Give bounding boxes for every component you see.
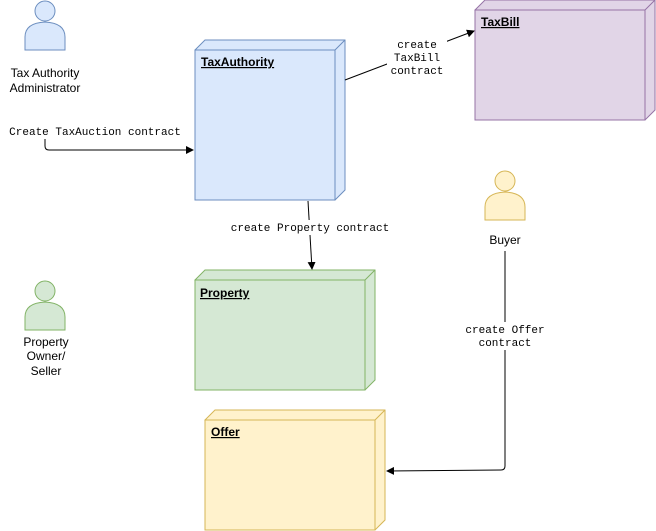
- offer-title: Offer: [211, 425, 240, 439]
- property-title: Property: [200, 286, 250, 300]
- property-node[interactable]: Property: [194, 269, 376, 391]
- edge-taxauction-label: Create TaxAuction contract: [9, 127, 181, 139]
- edge-create-property[interactable]: create Property contract: [224, 200, 396, 270]
- owner-label-line3: Seller: [31, 364, 62, 378]
- edge-taxbill-label-line1: create: [397, 40, 437, 52]
- edge-offer-label-line2: contract: [479, 338, 532, 350]
- person-icon: [24, 280, 66, 331]
- edge-taxbill-label-line3: contract: [391, 66, 444, 78]
- edge-create-taxbill[interactable]: create TaxBill contract: [344, 29, 475, 81]
- person-icon: [24, 0, 66, 51]
- edge-create-offer[interactable]: create Offer contract: [386, 251, 549, 475]
- tax-authority-title: TaxAuthority: [201, 55, 274, 69]
- owner-label-line1: Property: [23, 335, 68, 349]
- owner-actor[interactable]: Property Owner/ Seller: [23, 280, 69, 378]
- tax-bill-title: TaxBill: [481, 15, 519, 29]
- buyer-actor[interactable]: Buyer: [484, 170, 526, 247]
- tax-bill-node[interactable]: TaxBill: [474, 0, 656, 121]
- person-icon: [484, 170, 526, 221]
- tax-admin-actor[interactable]: Tax Authority Administrator: [10, 0, 81, 95]
- offer-node[interactable]: Offer: [204, 409, 386, 531]
- edge-property-label: create Property contract: [231, 223, 389, 235]
- edge-taxbill-label-line2: TaxBill: [394, 53, 440, 65]
- tax-admin-label-line1: Tax Authority: [11, 66, 80, 80]
- edge-offer-label-line1: create Offer: [465, 325, 544, 337]
- owner-label-line2: Owner/: [27, 349, 66, 363]
- edge-create-taxauction[interactable]: Create TaxAuction contract: [2, 124, 194, 154]
- tax-authority-node[interactable]: TaxAuthority: [194, 39, 346, 201]
- tax-admin-label-line2: Administrator: [10, 81, 81, 95]
- buyer-label: Buyer: [489, 233, 520, 247]
